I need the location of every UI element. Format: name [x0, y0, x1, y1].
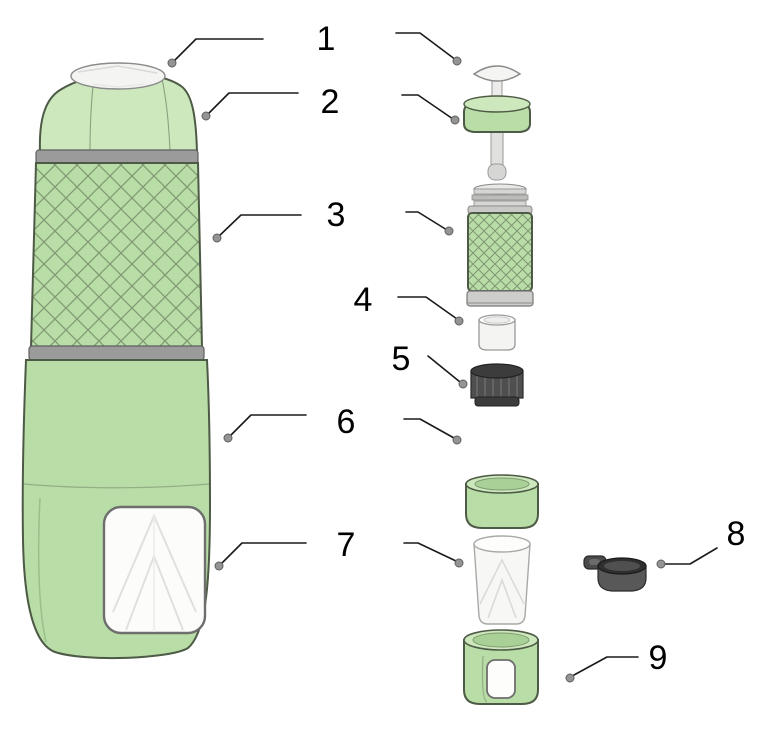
glass-cup-part: [473, 535, 531, 625]
callout-number-4: 4: [354, 281, 373, 319]
body-window: [102, 505, 207, 635]
pump-cap-part: [463, 95, 531, 181]
callout-number-1: 1: [317, 20, 336, 58]
bottom-cover-part: [463, 629, 539, 705]
leader-line-1-right: [395, 32, 457, 61]
leader-line-2-left: [205, 92, 299, 117]
leader-dot-6-left: [223, 433, 233, 443]
leader-line-5: [427, 355, 461, 383]
leader-dot-7-left: [214, 561, 224, 571]
lid-top: [70, 62, 166, 90]
leader-dot-3-right: [444, 226, 454, 236]
callout-number-2: 2: [321, 83, 340, 121]
leader-line-7-left: [218, 542, 307, 567]
callout-numbers: 1 2 3 4 5 6 7 8 9: [317, 20, 746, 677]
scoop-part: [583, 555, 647, 592]
upper-band: [35, 149, 199, 165]
plunger-knob-part: [472, 65, 522, 109]
callout-number-7: 7: [337, 526, 356, 564]
leader-line-2-right: [401, 94, 454, 120]
top-cap: [38, 62, 199, 153]
leader-dot-2-left: [201, 111, 211, 121]
leader-dot-3-left: [212, 233, 222, 243]
leader-line-7-right: [403, 542, 457, 562]
leader-line-6-right: [403, 418, 455, 439]
leader-line-9: [573, 656, 639, 676]
callout-number-8: 8: [727, 515, 746, 553]
leader-line-1-left: [171, 38, 264, 64]
leader-dot-5: [458, 379, 468, 389]
leader-line-3-left: [216, 214, 302, 239]
brew-chamber-part: [466, 183, 534, 307]
callout-leaders: [167, 32, 718, 683]
lock-ring-part: [470, 363, 524, 407]
leader-dot-6-right: [452, 435, 462, 445]
leader-line-4: [397, 296, 458, 320]
callout-number-9: 9: [649, 639, 668, 677]
leader-dot-4: [454, 316, 464, 326]
leader-dot-8: [656, 559, 666, 569]
filter-basket-part: [478, 314, 516, 351]
callout-number-6: 6: [337, 403, 356, 441]
lower-body: [21, 359, 212, 660]
callout-number-3: 3: [327, 196, 346, 234]
cup-sleeve-part: [465, 474, 539, 529]
leader-dot-1-left: [167, 58, 177, 68]
leader-dot-2-right: [450, 115, 460, 125]
textured-midsection: [29, 162, 204, 348]
lower-band: [28, 345, 205, 361]
leader-dot-9: [565, 673, 575, 683]
assembled-device: [21, 62, 212, 660]
leader-dot-7-right: [454, 558, 464, 568]
leader-line-8: [664, 547, 718, 565]
leader-line-6-left: [227, 414, 307, 439]
callout-number-5: 5: [392, 340, 411, 378]
leader-line-3-right: [405, 211, 448, 231]
leader-dot-1-right: [452, 56, 462, 66]
